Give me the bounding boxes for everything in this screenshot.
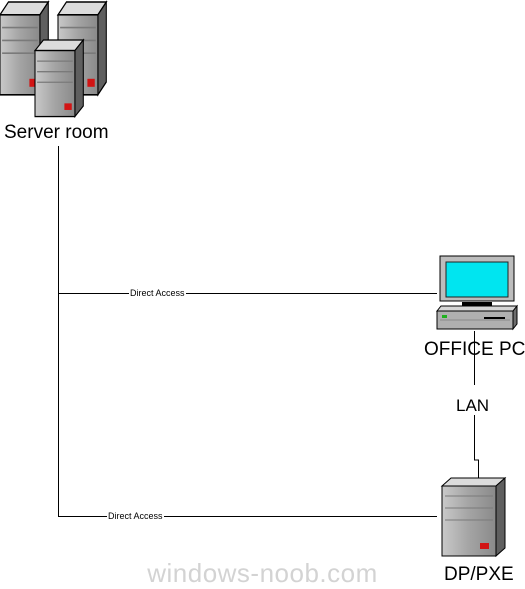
monitor-screen xyxy=(445,261,509,298)
dp-pxe-label: DP/PXE xyxy=(444,564,514,585)
lan-label: LAN xyxy=(456,396,490,415)
watermark: windows-noob.com xyxy=(147,558,378,588)
office-pcs-label: OFFICE PC’s xyxy=(424,339,525,360)
server-rack-icon xyxy=(34,39,84,118)
tower-indicator xyxy=(480,543,489,549)
server-tower-icon xyxy=(440,476,507,558)
direct-access-label: Direct Access xyxy=(129,288,186,299)
desktop-case-side xyxy=(512,304,518,331)
lan-line-lower xyxy=(474,415,479,478)
tower-side xyxy=(495,476,506,558)
server-room-label: Server room xyxy=(4,122,109,143)
desktop-case-top xyxy=(435,305,519,312)
power-led xyxy=(442,315,447,318)
server-room-icon xyxy=(0,1,108,118)
monitor-stand xyxy=(462,302,492,306)
connection-lines xyxy=(58,146,479,517)
desktop-computer-icon xyxy=(435,255,519,331)
direct-access-label: Direct Access xyxy=(107,511,164,522)
tower-top xyxy=(440,477,507,487)
